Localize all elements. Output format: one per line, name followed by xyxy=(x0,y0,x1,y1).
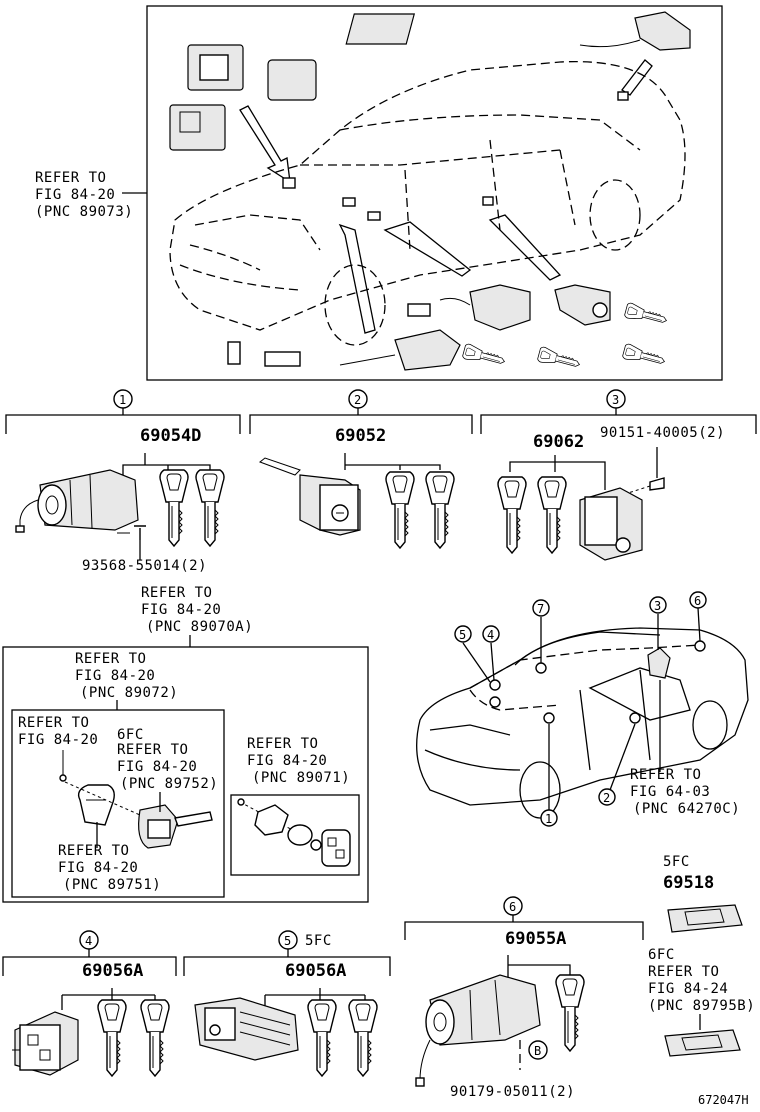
refer-note-89071: REFER TO FIG 84-20 (PNC 89071) xyxy=(247,736,350,786)
part-number-69062: 69062 xyxy=(533,432,584,452)
key-3a xyxy=(497,476,527,554)
svg-text:FIG 84-20: FIG 84-20 xyxy=(247,753,327,769)
svg-text:5FC: 5FC xyxy=(663,854,690,870)
svg-text:1: 1 xyxy=(545,812,552,826)
part-number-69056a-left: 69056A xyxy=(82,961,143,981)
svg-text:5: 5 xyxy=(284,934,291,948)
part-number-69056a-right: 69056A xyxy=(285,961,346,981)
ignition-cylinder-drawing xyxy=(15,469,139,533)
key-2b xyxy=(425,471,455,549)
key-sub-parts xyxy=(59,750,213,849)
svg-text:(PNC 64270C): (PNC 64270C) xyxy=(633,801,740,817)
svg-text:REFER TO: REFER TO xyxy=(117,742,188,758)
glove-box-lock-drawing xyxy=(12,1011,79,1076)
key-1a xyxy=(159,469,189,547)
overview-parts xyxy=(169,11,691,373)
svg-text:3: 3 xyxy=(654,599,661,613)
key-2a xyxy=(385,471,415,549)
svg-text:(PNC 89795B): (PNC 89795B) xyxy=(648,998,755,1014)
refer-note-89070a: REFER TO FIG 84-20 (PNC 89070A) xyxy=(141,585,253,647)
refer-note-89072: REFER TO FIG 84-20 (PNC 89072) xyxy=(75,651,178,710)
svg-text:REFER TO: REFER TO xyxy=(75,651,146,667)
svg-text:FIG 84-24: FIG 84-24 xyxy=(648,981,728,997)
key-5b xyxy=(348,999,378,1077)
refer-note-64270c: REFER TO FIG 64-03 (PNC 64270C) xyxy=(630,767,740,817)
key-4b xyxy=(140,999,170,1077)
svg-text:1: 1 xyxy=(119,393,126,407)
key-4a xyxy=(97,999,127,1077)
section-69518: 5FC 69518 xyxy=(663,854,743,933)
key-3b xyxy=(537,476,567,554)
svg-text:4: 4 xyxy=(85,934,92,948)
section-1: 1 69054D 93568-55014(2) xyxy=(5,389,241,574)
svg-text:FIG 84-20: FIG 84-20 xyxy=(18,732,98,748)
key-sub-frame xyxy=(11,709,225,898)
svg-text:(PNC 89073): (PNC 89073) xyxy=(35,204,133,220)
refer-note-89795b: 6FC REFER TO FIG 84-24 (PNC 89795B) xyxy=(648,947,755,1057)
svg-text:REFER TO: REFER TO xyxy=(648,964,719,980)
screw-93568-55014: 93568-55014(2) xyxy=(82,558,207,574)
svg-text:5FC: 5FC xyxy=(305,933,332,949)
screw-90151-40005: 90151-40005(2) xyxy=(600,425,725,441)
refer-note-89752: 6FC REFER TO FIG 84-20 (PNC 89752) xyxy=(117,727,218,792)
overview-arrows xyxy=(239,59,653,334)
part-number-69055a: 69055A xyxy=(505,929,566,949)
figure-id: 672047H xyxy=(698,1093,749,1107)
section-2: 2 69052 xyxy=(249,389,473,549)
svg-text:REFER TO: REFER TO xyxy=(141,585,212,601)
part-number-69054d: 69054D xyxy=(140,426,201,446)
console-lock-drawing xyxy=(194,997,299,1061)
section-3: 3 69062 90151-40005(2) xyxy=(480,389,757,561)
luggage-cylinder-drawing xyxy=(415,974,541,1087)
svg-text:FIG 64-03: FIG 64-03 xyxy=(630,784,710,800)
sub-assembly-frame xyxy=(2,646,369,903)
section-5: 5 5FC 69056A xyxy=(183,930,391,1077)
svg-text:(PNC 89070A): (PNC 89070A) xyxy=(146,619,253,635)
refer-note-fig-84-20: REFER TO FIG 84-20 xyxy=(18,715,98,748)
svg-text:FIG 84-20: FIG 84-20 xyxy=(141,602,221,618)
svg-text:2: 2 xyxy=(603,791,610,805)
screw-90179-05011: 90179-05011(2) xyxy=(450,1084,575,1100)
svg-text:(PNC 89752): (PNC 89752) xyxy=(120,776,218,792)
svg-text:FIG 84-20: FIG 84-20 xyxy=(58,860,138,876)
svg-text:(PNC 89072): (PNC 89072) xyxy=(80,685,178,701)
part-number-69052: 69052 xyxy=(335,426,386,446)
overview-car xyxy=(169,60,686,346)
location-callouts: 5 4 7 3 6 1 2 xyxy=(454,591,707,827)
section-4: 4 69056A xyxy=(2,930,177,1077)
key-6a xyxy=(555,974,585,1052)
svg-text:REFER TO: REFER TO xyxy=(630,767,701,783)
callout-b xyxy=(528,1040,548,1060)
svg-text:6FC: 6FC xyxy=(117,727,144,743)
refer-note-89751: REFER TO FIG 84-20 (PNC 89751) xyxy=(58,843,161,893)
svg-text:B: B xyxy=(534,1044,541,1058)
svg-text:FIG 84-20: FIG 84-20 xyxy=(117,759,197,775)
door-cylinder-drawing xyxy=(258,457,361,536)
svg-text:5: 5 xyxy=(459,628,466,642)
svg-text:2: 2 xyxy=(354,393,361,407)
location-car xyxy=(416,627,749,819)
transponder-module-drawing xyxy=(579,487,643,561)
svg-text:FIG 84-20: FIG 84-20 xyxy=(35,187,115,203)
svg-text:REFER TO: REFER TO xyxy=(247,736,318,752)
svg-text:(PNC 89751): (PNC 89751) xyxy=(63,877,161,893)
svg-text:3: 3 xyxy=(612,393,619,407)
key-1b xyxy=(195,469,225,547)
refer-note-89073: REFER TO FIG 84-20 (PNC 89073) xyxy=(35,170,147,220)
svg-text:REFER TO: REFER TO xyxy=(35,170,106,186)
svg-text:6: 6 xyxy=(694,594,701,608)
section-6: 6 69055A B 90179-05011(2) xyxy=(404,896,644,1100)
part-number-69518: 69518 xyxy=(663,873,714,893)
svg-text:6: 6 xyxy=(509,900,516,914)
svg-text:6FC: 6FC xyxy=(648,947,675,963)
key-5a xyxy=(307,999,337,1077)
transmitter-parts xyxy=(237,798,351,867)
svg-text:FIG 84-20: FIG 84-20 xyxy=(75,668,155,684)
svg-text:(PNC 89071): (PNC 89071) xyxy=(252,770,350,786)
svg-text:REFER TO: REFER TO xyxy=(58,843,129,859)
svg-text:4: 4 xyxy=(487,628,494,642)
transmitter-sub-frame xyxy=(230,794,360,876)
svg-text:REFER TO: REFER TO xyxy=(18,715,89,731)
svg-text:7: 7 xyxy=(537,602,544,616)
